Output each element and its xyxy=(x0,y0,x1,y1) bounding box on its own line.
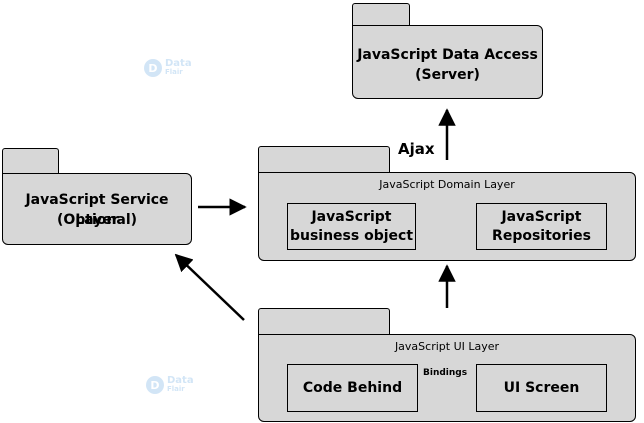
data-access-title-line2: (Server) xyxy=(415,67,480,83)
dataflair-logo-icon: D xyxy=(144,59,162,77)
ui-layer-label: JavaScript UI Layer xyxy=(394,340,500,353)
repositories-line1: JavaScript xyxy=(501,208,582,225)
domain-layer-package: JavaScript Domain Layer JavaScript busin… xyxy=(258,172,636,261)
code-behind-label: Code Behind xyxy=(302,379,403,396)
service-layer-package: JavaScript Service Layer (Optional) xyxy=(2,173,192,245)
arrow-ui-to-service xyxy=(174,253,245,321)
watermark-word2: Flair xyxy=(167,385,185,393)
ui-layer-package: JavaScript UI Layer Code Behind UI Scree… xyxy=(258,334,636,422)
service-layer-title-line1: JavaScript Service Layer xyxy=(25,192,169,228)
code-behind-box: Code Behind xyxy=(287,364,418,412)
business-object-line2: business object xyxy=(289,227,414,244)
service-layer-package-tab xyxy=(2,148,59,174)
data-access-package-tab xyxy=(352,3,410,26)
domain-layer-label: JavaScript Domain Layer xyxy=(379,178,515,191)
watermark-word1: Data xyxy=(167,375,194,386)
data-access-package: JavaScript Data Access (Server) xyxy=(352,25,543,99)
domain-layer-package-tab xyxy=(258,146,390,173)
data-access-title-line1: JavaScript Data Access xyxy=(357,47,538,63)
bindings-label: Bindings xyxy=(423,368,468,378)
repositories-box: JavaScript Repositories xyxy=(476,203,607,250)
watermark-word1: Data xyxy=(165,58,192,69)
dataflair-logo-icon: D xyxy=(146,376,164,394)
watermark-word2: Flair xyxy=(165,68,183,76)
service-layer-title-line2: (Optional) xyxy=(56,212,138,228)
ui-screen-box: UI Screen xyxy=(476,364,607,412)
ui-screen-label: UI Screen xyxy=(503,379,580,396)
business-object-box: JavaScript business object xyxy=(287,203,416,250)
business-object-line1: JavaScript xyxy=(311,208,392,225)
ajax-label: Ajax xyxy=(398,140,435,158)
repositories-line2: Repositories xyxy=(492,227,591,244)
ui-layer-package-tab xyxy=(258,308,390,335)
